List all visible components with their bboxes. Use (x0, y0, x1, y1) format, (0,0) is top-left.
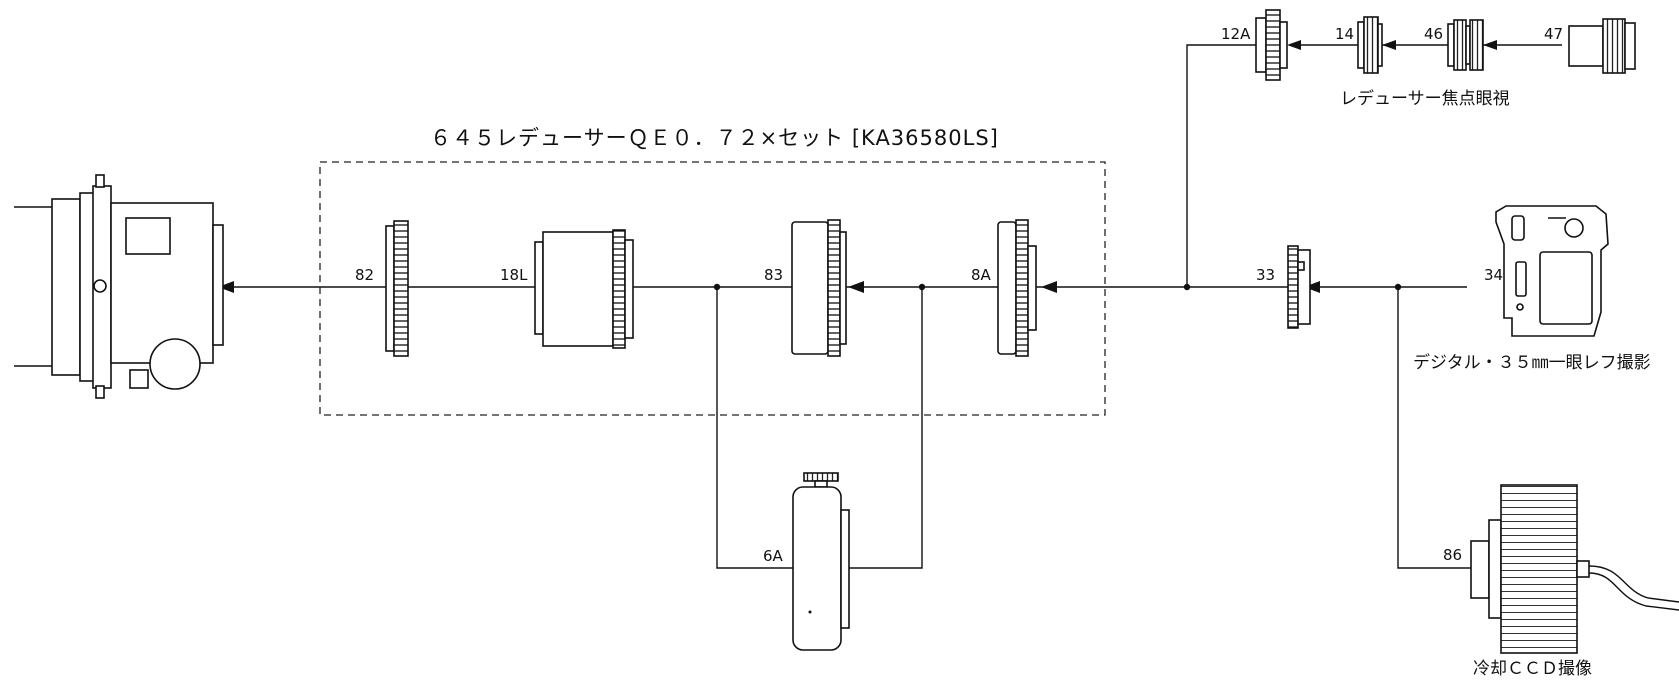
ccd-camera-icon (1470, 484, 1679, 654)
label-82: 82 (355, 266, 374, 284)
label-46: 46 (1424, 25, 1443, 43)
arrowheads (218, 40, 1497, 293)
part-14-ring (1357, 16, 1383, 74)
kit-title: ６４５レデューサーＱＥ０．７２×セット [KA36580LS] (430, 126, 999, 150)
part-18L-extension-tube (534, 229, 634, 349)
part-83-adapter (791, 219, 847, 357)
label-33: 33 (1256, 266, 1275, 284)
label-34: 34 (1484, 266, 1503, 284)
label-12A: 12A (1221, 25, 1251, 43)
part-82-adapter-ring (385, 220, 409, 357)
label-47: 47 (1544, 25, 1563, 43)
part-46-helical-focuser (1447, 19, 1484, 71)
label-83: 83 (764, 266, 783, 284)
caption-ccd: 冷却ＣＣＤ撮像 (1473, 659, 1592, 679)
caption-dslr: デジタル・３５㎜一眼レフ撮影 (1413, 352, 1651, 373)
label-8A: 8A (971, 266, 992, 284)
part-8A-adapter (997, 219, 1037, 357)
label-14: 14 (1335, 25, 1354, 43)
part-47-eyepiece (1568, 18, 1636, 74)
telescope-focuser-icon (14, 174, 224, 399)
connection-lines (228, 44, 1562, 569)
part-33-t-ring (1287, 245, 1311, 329)
label-18L: 18L (500, 266, 528, 284)
part-labels: 82 18L 83 8A 6A 33 34 86 12A 14 46 47 (355, 25, 1563, 565)
part-6A-off-axis-guider (792, 472, 850, 651)
label-6A: 6A (763, 547, 784, 565)
part-12A-adapter (1255, 9, 1288, 81)
kit-boundary-box (319, 161, 1106, 416)
dslr-camera-icon (1495, 205, 1609, 337)
label-86: 86 (1443, 546, 1462, 564)
caption-visual-focus: レデューサー焦点眼視 (1340, 88, 1510, 109)
